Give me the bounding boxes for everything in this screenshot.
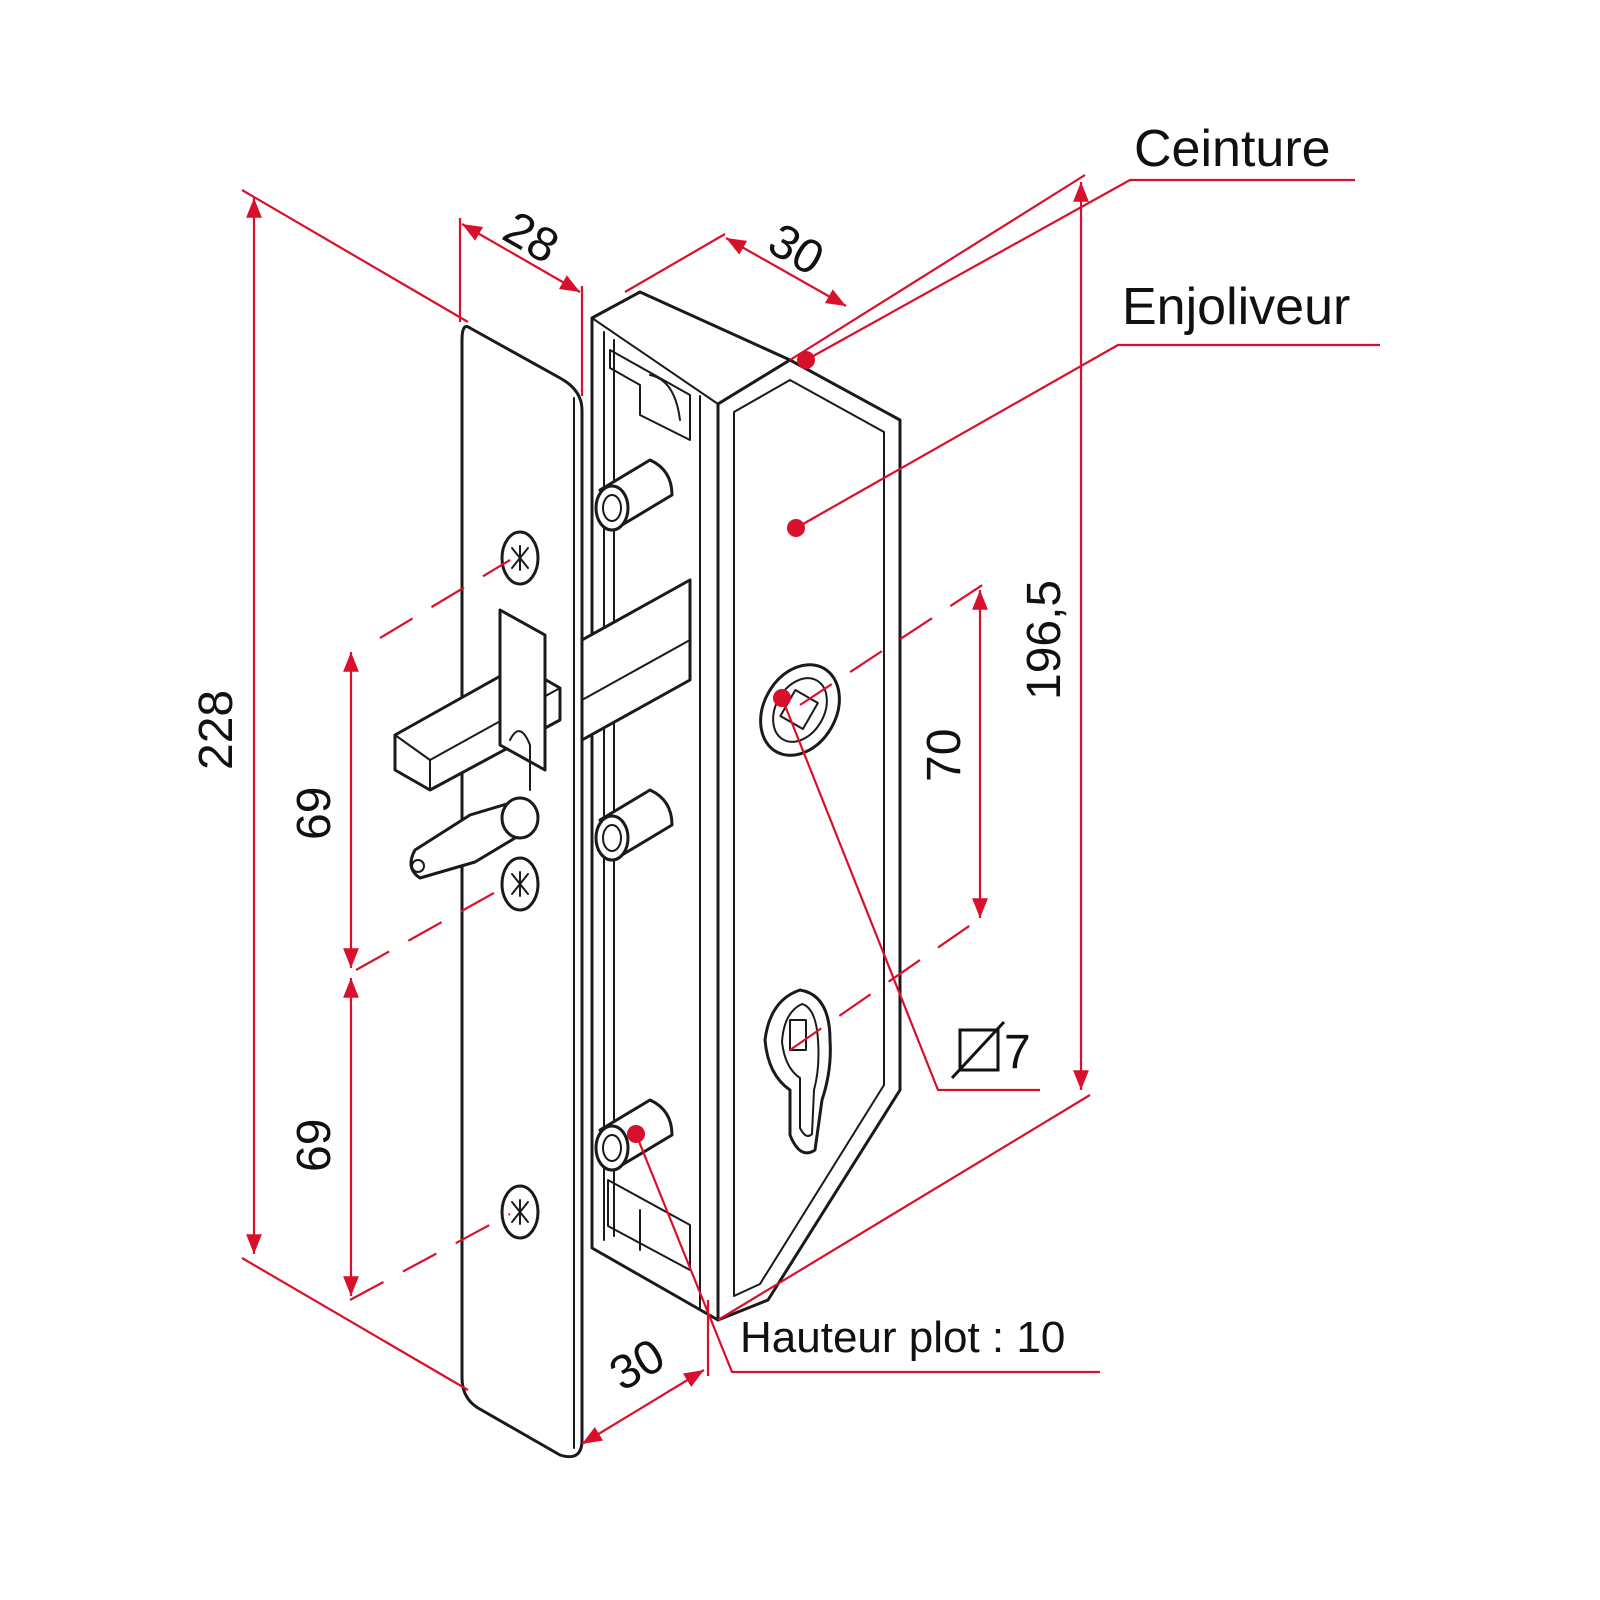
- screw-bottom-icon: [500, 1184, 540, 1240]
- dim-69-upper: 69: [288, 787, 341, 840]
- spindle-hole: [759, 663, 841, 757]
- diameter-value: 7: [1004, 1026, 1031, 1079]
- leader-hauteur-plot: [634, 1133, 1100, 1374]
- dim-28: 28: [495, 202, 568, 275]
- front-plate: [460, 325, 584, 1459]
- diameter-icon: [950, 1020, 1006, 1080]
- dim-28-line: [461, 223, 581, 293]
- plot-top: [594, 458, 674, 532]
- label-ceinture: Ceinture: [1134, 120, 1331, 178]
- leader-ceinture: [805, 178, 1355, 361]
- leader-diameter: [780, 697, 1040, 1092]
- enjoliveur-plate: [716, 358, 902, 1322]
- latch-bolt: [393, 608, 562, 792]
- dim-30-top-line: [725, 237, 847, 307]
- diameter-label: 7: [950, 1020, 1031, 1080]
- dim-30-bottom-line: [581, 1369, 705, 1445]
- plot-middle: [594, 788, 674, 862]
- dim-30-top: 30: [760, 214, 833, 287]
- screw-middle-icon: [500, 856, 540, 912]
- label-hauteur-plot: Hauteur plot : 10: [740, 1313, 1065, 1362]
- label-enjoliveur: Enjoliveur: [1122, 278, 1350, 336]
- dimension-lines: [241, 174, 1380, 1445]
- conical-pin: [409, 796, 540, 880]
- dim-196-5: 196,5: [1018, 580, 1071, 700]
- lock-body: [393, 290, 902, 1459]
- leader-enjoliveur: [795, 343, 1380, 529]
- cylinder-hole: [763, 988, 832, 1155]
- screw-top-icon: [500, 530, 540, 586]
- dim-228: 228: [190, 690, 243, 770]
- dim-69-lower: 69: [288, 1119, 341, 1172]
- dim-30-bottom: 30: [601, 1329, 674, 1402]
- dim-70: 70: [918, 729, 971, 782]
